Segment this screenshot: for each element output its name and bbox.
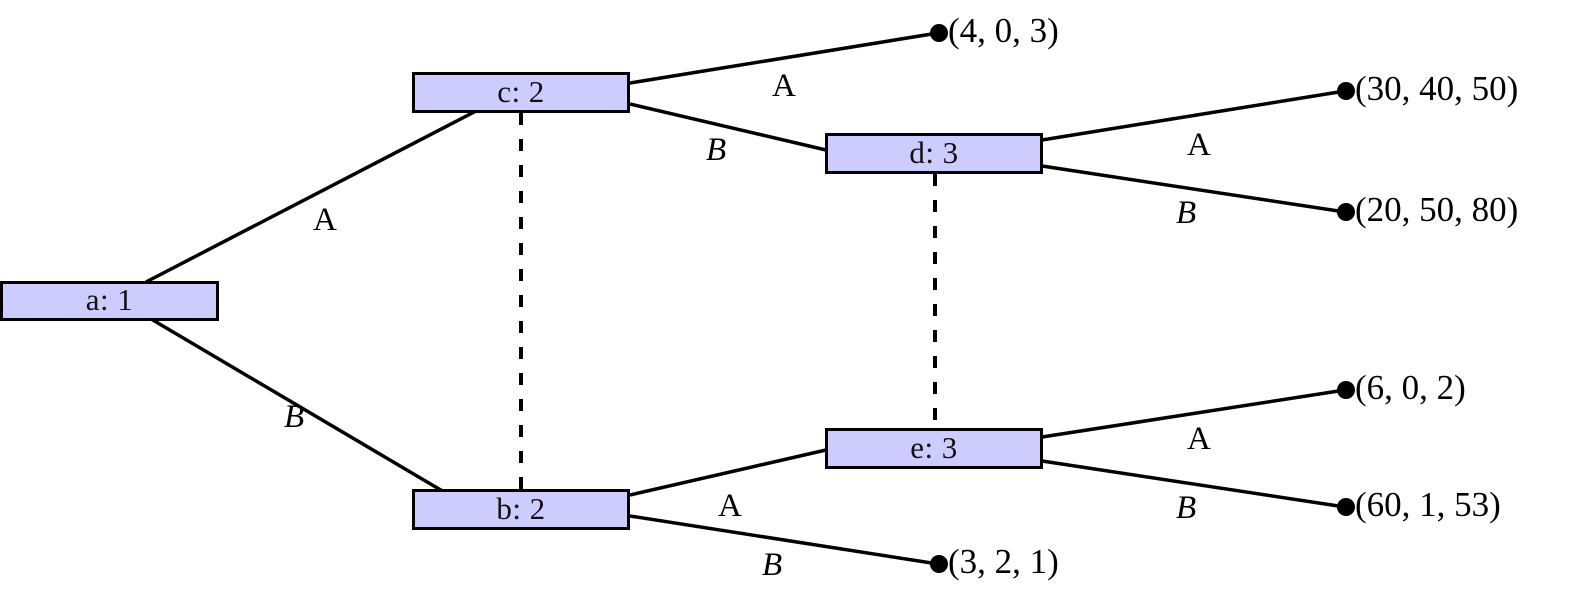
- edge-a-to-b: [145, 314, 479, 514]
- action-label-a-B: B: [284, 399, 305, 435]
- edge-c-to-terminal-1: [629, 31, 939, 85]
- node-e-label: e: 3: [910, 429, 958, 465]
- payoff-terminal-1: (4, 0, 3): [948, 11, 1059, 50]
- edge-a-to-c: [145, 108, 479, 284]
- action-label-b-A: A: [718, 488, 742, 524]
- edge-b-to-terminal-4: [629, 514, 939, 566]
- action-label-a-A: A: [313, 202, 337, 238]
- edge-e-to-terminal-5: [1041, 388, 1346, 439]
- payoff-terminal-2: (30, 40, 50): [1355, 69, 1519, 108]
- terminal-node-dot-3: [1337, 203, 1355, 221]
- action-label-d-B: B: [1176, 195, 1197, 231]
- payoff-terminal-4: (3, 2, 1): [948, 542, 1059, 581]
- payoff-terminal-6: (60, 1, 53): [1355, 485, 1501, 524]
- node-c[interactable]: c: 2: [412, 72, 630, 113]
- action-label-e-B: B: [1176, 490, 1197, 526]
- node-b-label: b: 2: [496, 490, 546, 526]
- edge-c-to-d: [629, 102, 827, 152]
- node-d[interactable]: d: 3: [825, 133, 1043, 174]
- node-e[interactable]: e: 3: [825, 428, 1043, 469]
- payoff-terminal-3: (20, 50, 80): [1355, 190, 1519, 229]
- edge-d-to-terminal-3: [1041, 164, 1346, 214]
- terminal-node-dot-5: [1337, 381, 1355, 399]
- node-b[interactable]: b: 2: [412, 489, 630, 530]
- edge-e-to-terminal-6: [1041, 459, 1346, 509]
- terminal-node-dot-1: [930, 24, 948, 42]
- action-label-d-A: A: [1187, 127, 1211, 163]
- terminal-node-dot-2: [1337, 82, 1355, 100]
- action-label-c-A: A: [772, 68, 796, 104]
- node-a-label: a: 1: [85, 282, 134, 317]
- edge-b-to-e: [629, 448, 827, 497]
- terminal-node-dot-6: [1337, 498, 1355, 516]
- edge-d-to-terminal-2: [1041, 89, 1346, 142]
- action-label-e-A: A: [1187, 421, 1211, 457]
- action-label-b-B: B: [762, 547, 783, 583]
- node-a[interactable]: a: 1: [0, 281, 219, 321]
- action-label-c-B: B: [706, 132, 727, 168]
- payoff-terminal-5: (6, 0, 2): [1355, 368, 1466, 407]
- node-c-label: c: 2: [497, 73, 545, 109]
- terminal-node-dot-4: [930, 555, 948, 573]
- node-d-label: d: 3: [909, 134, 959, 170]
